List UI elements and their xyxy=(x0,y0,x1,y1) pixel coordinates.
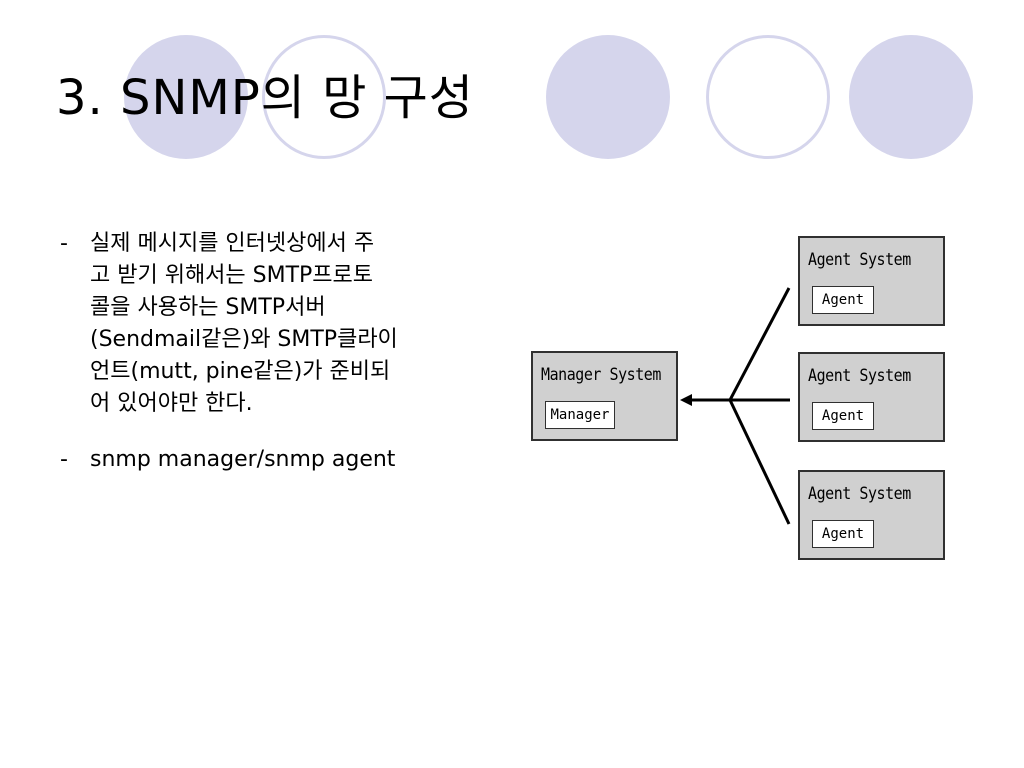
manager-box: Manager xyxy=(545,401,615,429)
connector-agent-3 xyxy=(728,399,791,525)
arrowhead-icon xyxy=(680,394,692,406)
bullet-item: - 실제 메시지를 인터넷상에서 주 고 받기 위해서는 SMTP프로토 콜을 … xyxy=(60,228,510,420)
decor-circle-2 xyxy=(262,35,386,159)
decor-circle-5 xyxy=(849,35,973,159)
agent-box: Agent xyxy=(812,520,874,548)
bullet-line: 콜을 사용하는 SMTP서버 xyxy=(90,295,326,320)
bullet-text: snmp manager/snmp agent xyxy=(90,444,510,476)
bullet-text: 실제 메시지를 인터넷상에서 주 고 받기 위해서는 SMTP프로토 콜을 사용… xyxy=(90,228,510,420)
agent-system-label: Agent System xyxy=(808,484,911,504)
agent-system-label: Agent System xyxy=(808,250,911,270)
bullet-list: - 실제 메시지를 인터넷상에서 주 고 받기 위해서는 SMTP프로토 콜을 … xyxy=(60,228,510,476)
slide-title: 3. SNMP의 망 구성 xyxy=(56,70,474,126)
bullet-item: - snmp manager/snmp agent xyxy=(60,444,510,476)
connector-agent-1 xyxy=(728,287,791,401)
agent-system-box-2: Agent System Agent xyxy=(798,352,945,442)
agent-box: Agent xyxy=(812,402,874,430)
bullet-line: 언트(mutt, pine같은)가 준비되 xyxy=(90,359,391,384)
bullet-dash: - xyxy=(60,447,68,472)
agent-system-box-1: Agent System Agent xyxy=(798,236,945,326)
manager-system-box: Manager System Manager xyxy=(531,351,678,441)
bullet-dash: - xyxy=(60,231,68,256)
agent-system-label: Agent System xyxy=(808,366,911,386)
bullet-line: 어 있어야만 한다. xyxy=(90,391,253,416)
bullet-line: snmp manager/snmp agent xyxy=(90,447,396,472)
decor-circle-1 xyxy=(124,35,248,159)
decor-circle-4 xyxy=(706,35,830,159)
bullet-line: 고 받기 위해서는 SMTP프로토 xyxy=(90,263,374,288)
bullet-line: (Sendmail같은)와 SMTP클라이 xyxy=(90,327,398,352)
agent-system-box-3: Agent System Agent xyxy=(798,470,945,560)
bullet-line: 실제 메시지를 인터넷상에서 주 xyxy=(90,231,375,256)
agent-box: Agent xyxy=(812,286,874,314)
decor-circle-3 xyxy=(546,35,670,159)
manager-system-label: Manager System xyxy=(541,365,661,385)
